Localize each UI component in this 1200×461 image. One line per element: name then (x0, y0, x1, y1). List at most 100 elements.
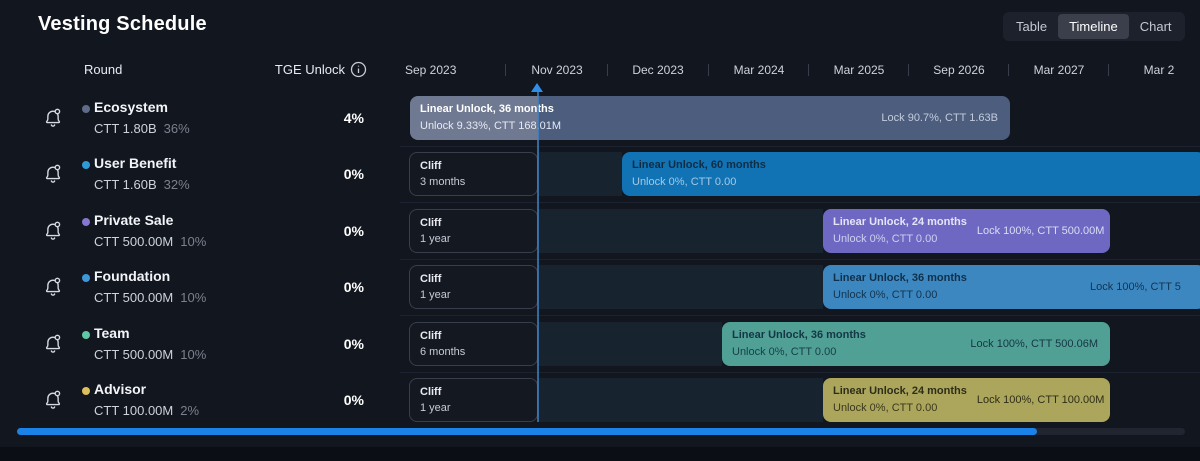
bar-lock-label: Lock 100%, CTT 5 (1090, 281, 1181, 293)
tge-unlock-value: 0% (343, 223, 364, 239)
tge-unlock-value: 0% (343, 336, 364, 352)
cliff-remainder-strip (538, 209, 823, 253)
cliff-label: Cliff (420, 159, 442, 172)
cliff-duration: 1 year (420, 233, 451, 245)
month-label: Sep 2026 (933, 63, 985, 77)
round-color-dot (82, 105, 90, 113)
vesting-bar-foundation[interactable]: Linear Unlock, 36 months Unlock 0%, CTT … (823, 265, 1200, 309)
vesting-bar-private-sale[interactable]: Linear Unlock, 24 months Unlock 0%, CTT … (823, 209, 1110, 253)
bar-title: Linear Unlock, 60 months (632, 158, 766, 171)
amount-value: CTT 500.00M (94, 347, 174, 362)
cliff-remainder-strip (538, 265, 823, 309)
amount-value: CTT 100.00M (94, 403, 174, 418)
round-name: Foundation (94, 268, 171, 284)
axis-tick (1108, 64, 1109, 76)
round-name: User Benefit (94, 155, 177, 171)
bar-lock-label: Lock 90.7%, CTT 1.63B (881, 112, 998, 124)
bar-title: Linear Unlock, 24 months (833, 215, 967, 228)
cliff-label: Cliff (420, 329, 442, 342)
now-marker-line (537, 92, 539, 422)
month-label: Sep 2023 (405, 63, 457, 77)
info-circle-icon[interactable] (350, 61, 367, 78)
share-percent: 2% (180, 403, 200, 418)
cliff-label: Cliff (420, 216, 442, 229)
tge-unlock-value: 0% (343, 392, 364, 408)
view-toggle: Table Timeline Chart (1003, 12, 1185, 41)
view-toggle-timeline[interactable]: Timeline (1058, 14, 1129, 39)
view-toggle-table[interactable]: Table (1005, 14, 1058, 39)
bell-icon (45, 277, 61, 296)
alert-bell-button[interactable] (42, 107, 64, 129)
tge-unlock-column-header: TGE Unlock (274, 62, 345, 77)
bar-subtitle: Unlock 0%, CTT 0.00 (833, 402, 938, 414)
bell-icon (45, 164, 61, 183)
bar-text: Linear Unlock, 36 months Unlock 9.33%, C… (410, 101, 571, 135)
share-percent: 36% (163, 121, 190, 136)
axis-tick (808, 64, 809, 76)
bar-text: Linear Unlock, 24 months Unlock 0%, CTT … (823, 383, 977, 417)
view-toggle-chart[interactable]: Chart (1129, 14, 1183, 39)
horizontal-scrollbar-track[interactable] (17, 428, 1185, 435)
share-percent: 10% (180, 234, 207, 249)
bell-icon (45, 108, 61, 127)
cliff-box[interactable]: Cliff 6 months (409, 322, 538, 366)
bar-title: Linear Unlock, 36 months (732, 328, 866, 341)
bar-lock-label: Lock 100%, CTT 100.00M (976, 394, 1105, 406)
share-percent: 10% (180, 347, 207, 362)
cliff-box[interactable]: Cliff 1 year (409, 209, 538, 253)
month-label: Mar 2025 (833, 63, 885, 77)
amount-value: CTT 1.60B (94, 177, 157, 192)
cliff-duration: 3 months (420, 176, 466, 188)
round-name: Private Sale (94, 212, 174, 228)
cliff-box[interactable]: Cliff 1 year (409, 265, 538, 309)
tge-unlock-value: 4% (343, 110, 364, 126)
bar-lock-label: Lock 100%, CTT 500.00M (976, 225, 1105, 237)
tge-unlock-value: 0% (343, 279, 364, 295)
round-column-header: Round (84, 62, 123, 77)
bar-title: Linear Unlock, 36 months (833, 271, 967, 284)
alert-bell-button[interactable] (42, 333, 64, 355)
bar-subtitle: Unlock 0%, CTT 0.00 (732, 346, 837, 358)
month-label: Dec 2023 (632, 63, 684, 77)
cliff-label: Cliff (420, 272, 442, 285)
vesting-bar-advisor[interactable]: Linear Unlock, 24 months Unlock 0%, CTT … (823, 378, 1110, 422)
alert-bell-button[interactable] (42, 389, 64, 411)
bell-icon (45, 334, 61, 353)
vesting-bar-user-benefit[interactable]: Linear Unlock, 60 months Unlock 0%, CTT … (622, 152, 1200, 196)
cliff-box[interactable]: Cliff 3 months (409, 152, 538, 196)
axis-tick (505, 64, 506, 76)
vesting-bar-team[interactable]: Linear Unlock, 36 months Unlock 0%, CTT … (722, 322, 1110, 366)
alert-bell-button[interactable] (42, 163, 64, 185)
bar-title: Linear Unlock, 36 months (420, 102, 554, 115)
amount-value: CTT 500.00M (94, 290, 174, 305)
round-amount: CTT 100.00M 2% (94, 403, 199, 418)
vesting-bar-ecosystem[interactable]: Linear Unlock, 36 months Unlock 9.33%, C… (410, 96, 1010, 140)
round-color-dot (82, 161, 90, 169)
bar-subtitle: Unlock 0%, CTT 0.00 (833, 289, 938, 301)
horizontal-scrollbar-thumb[interactable] (17, 428, 1037, 435)
month-label: Mar 2027 (1033, 63, 1085, 77)
month-label: Mar 2024 (733, 63, 785, 77)
bar-text: Linear Unlock, 36 months Unlock 0%, CTT … (722, 327, 876, 361)
alert-bell-button[interactable] (42, 276, 64, 298)
alert-bell-button[interactable] (42, 220, 64, 242)
cliff-box[interactable]: Cliff 1 year (409, 378, 538, 422)
bar-lock-label: Lock 100%, CTT 500.06M (970, 338, 1098, 350)
cliff-label: Cliff (420, 385, 442, 398)
cliff-remainder-strip (538, 152, 622, 196)
bar-text: Linear Unlock, 24 months Unlock 0%, CTT … (823, 214, 977, 248)
round-color-dot (82, 331, 90, 339)
unlock-progress-overlay (410, 96, 538, 140)
axis-tick (708, 64, 709, 76)
round-color-dot (82, 274, 90, 282)
bar-subtitle: Unlock 0%, CTT 0.00 (632, 176, 737, 188)
bell-icon (45, 390, 61, 409)
cliff-remainder-strip (538, 378, 823, 422)
bar-text: Linear Unlock, 60 months Unlock 0%, CTT … (622, 157, 776, 191)
bar-text: Linear Unlock, 36 months Unlock 0%, CTT … (823, 270, 977, 304)
round-name: Advisor (94, 381, 147, 397)
